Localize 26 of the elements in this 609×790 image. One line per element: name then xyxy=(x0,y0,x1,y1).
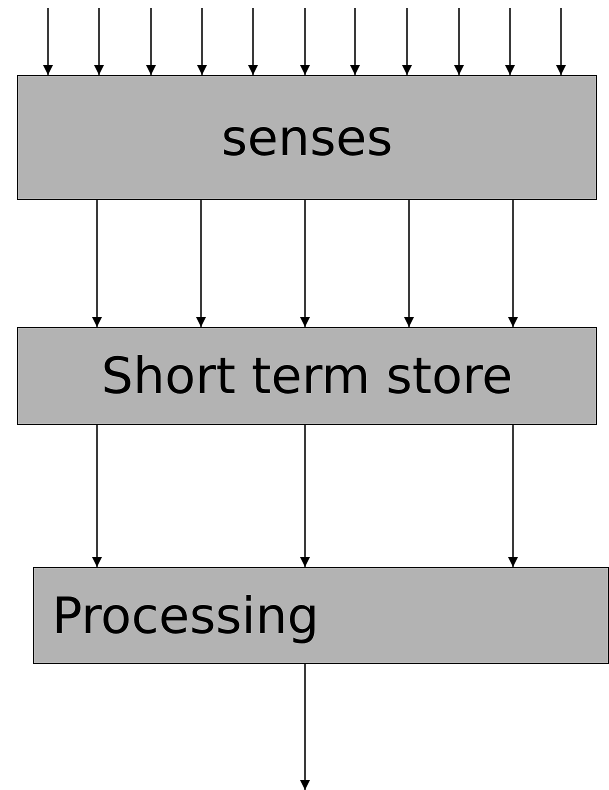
arrow xyxy=(248,8,258,75)
arrow xyxy=(508,200,518,327)
process-box xyxy=(17,327,597,425)
arrow xyxy=(196,200,206,327)
arrow xyxy=(508,425,518,567)
arrow xyxy=(556,8,566,75)
arrow xyxy=(92,200,102,327)
arrow xyxy=(146,8,156,75)
box-label: Short term store xyxy=(101,347,513,405)
arrow xyxy=(43,8,53,75)
box-label: Processing xyxy=(52,586,319,644)
arrow xyxy=(94,8,104,75)
arrow xyxy=(505,8,515,75)
arrow xyxy=(300,425,310,567)
arrow xyxy=(402,8,412,75)
arrow xyxy=(300,8,310,75)
arrow xyxy=(404,200,414,327)
process-box xyxy=(17,75,597,200)
arrow xyxy=(454,8,464,75)
arrow xyxy=(92,425,102,567)
arrow xyxy=(350,8,360,75)
arrow xyxy=(197,8,207,75)
arrow xyxy=(300,664,310,790)
box-label: senses xyxy=(221,108,393,166)
arrow xyxy=(300,200,310,327)
process-box xyxy=(33,567,609,664)
